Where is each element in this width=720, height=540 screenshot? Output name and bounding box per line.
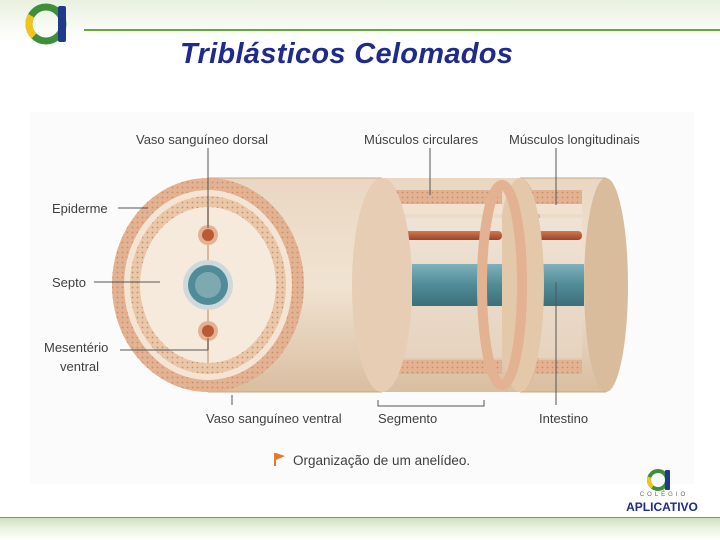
header-rule xyxy=(84,29,720,31)
school-logo-icon xyxy=(25,3,67,45)
cross-section xyxy=(112,178,304,392)
label-mesenterio-1: Mesentério xyxy=(44,340,108,355)
label-mesenterio-2: ventral xyxy=(60,359,99,374)
brand-name: APLICATIVO xyxy=(626,500,698,514)
footer-bar xyxy=(0,518,720,540)
aplicativo-logo-icon xyxy=(647,469,670,491)
header-bar xyxy=(0,0,720,42)
figure-caption: Organização de um anelídeo. xyxy=(293,453,470,468)
label-intestino: Intestino xyxy=(539,411,588,426)
college-label: COLÉGIO xyxy=(639,492,689,498)
label-musculos-longitudinais: Músculos longitudinais xyxy=(509,132,640,147)
leader-lines xyxy=(94,148,557,407)
caption-flag-icon xyxy=(274,453,285,466)
label-musculos-circulares: Músculos circulares xyxy=(364,132,479,147)
label-vaso-dorsal: Vaso sanguíneo dorsal xyxy=(136,132,268,147)
label-septo: Septo xyxy=(52,275,86,290)
slide-title: Triblásticos Celomados xyxy=(180,38,514,70)
label-segmento: Segmento xyxy=(378,411,437,426)
label-epiderme: Epiderme xyxy=(52,201,108,216)
label-vaso-ventral: Vaso sanguíneo ventral xyxy=(206,411,342,426)
